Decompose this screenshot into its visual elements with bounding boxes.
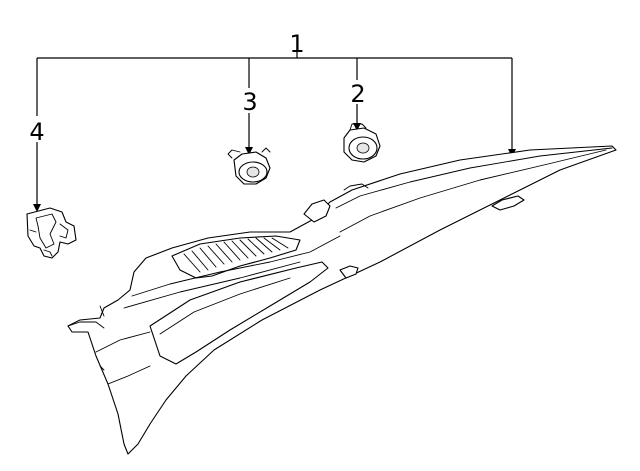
trim-panel-outline (67, 145, 617, 455)
quarter-trim-panel (67, 145, 617, 455)
leader-lines (33, 52, 516, 212)
arrowhead-part-4 (33, 204, 41, 212)
callout-label-4: 4 (29, 118, 44, 146)
lower-recess (149, 261, 329, 365)
callout-label-3: 3 (242, 88, 257, 116)
arrowhead-part-2 (353, 123, 361, 131)
push-fastener-part-3 (227, 147, 271, 185)
callout-label-2: 2 (350, 80, 365, 108)
push-fastener-part-2 (343, 123, 381, 163)
clip-retainer-part-4 (26, 207, 77, 259)
vent-slats (183, 237, 289, 273)
arrowhead-part-3 (245, 147, 253, 155)
vent-grille (171, 235, 301, 279)
callout-label-1: 1 (289, 30, 304, 58)
